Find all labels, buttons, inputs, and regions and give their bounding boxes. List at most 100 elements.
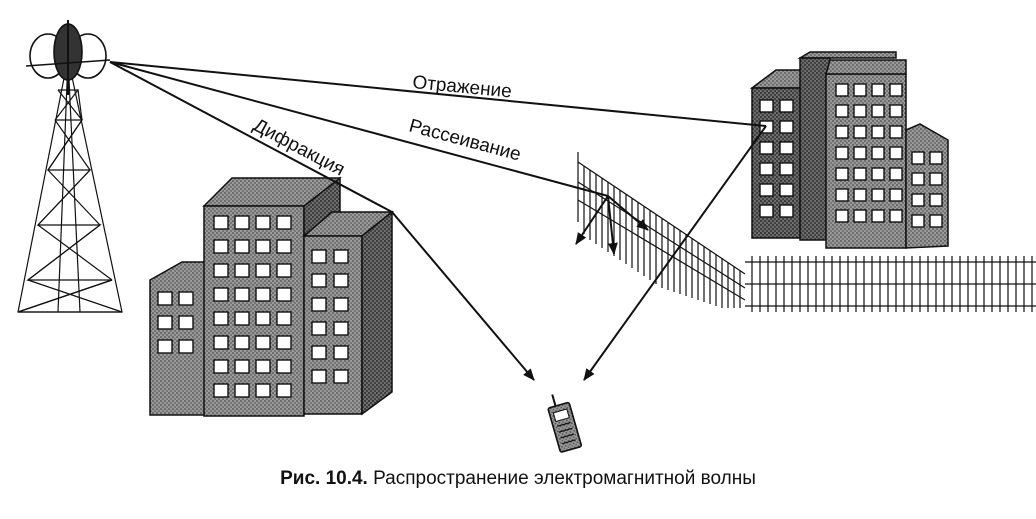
window (929, 214, 943, 228)
window (333, 369, 349, 384)
window (255, 215, 271, 230)
window (779, 141, 794, 155)
window (853, 188, 867, 202)
window (889, 146, 903, 160)
window (157, 315, 173, 330)
window (871, 209, 885, 223)
window (276, 263, 292, 278)
window (835, 146, 849, 160)
ray-reflection-reflected (583, 125, 767, 381)
figure-caption: Рис. 10.4. Распространение электромагнит… (0, 468, 1036, 490)
window (213, 311, 229, 326)
building-left-windows (157, 215, 349, 398)
window (255, 239, 271, 254)
ray-diffraction-bent (391, 211, 535, 381)
window (276, 287, 292, 302)
scatter-arrow-1 (575, 195, 609, 245)
ray-reflection-incident (109, 61, 767, 127)
window (234, 311, 250, 326)
window (759, 141, 774, 155)
window (911, 151, 925, 165)
window (311, 273, 327, 288)
window (929, 193, 943, 207)
window (213, 335, 229, 350)
window (213, 215, 229, 230)
window (871, 167, 885, 181)
building-left (149, 176, 395, 417)
window (234, 263, 250, 278)
window (178, 315, 194, 330)
building-right (749, 51, 949, 249)
window (234, 359, 250, 374)
window (853, 83, 867, 97)
window (255, 311, 271, 326)
window (311, 249, 327, 264)
window (853, 167, 867, 181)
window (889, 167, 903, 181)
window (311, 369, 327, 384)
window (835, 104, 849, 118)
window (911, 214, 925, 228)
window (178, 339, 194, 354)
window (911, 172, 925, 186)
window (853, 146, 867, 160)
building-right-windows (759, 83, 943, 228)
window (333, 249, 349, 264)
mobile-phone-icon (547, 394, 583, 453)
window (333, 273, 349, 288)
window (234, 239, 250, 254)
window (853, 209, 867, 223)
window (234, 335, 250, 350)
radio-tower (17, 57, 123, 313)
window (178, 291, 194, 306)
window (889, 83, 903, 97)
window (276, 215, 292, 230)
window (333, 297, 349, 312)
window (276, 383, 292, 398)
antenna-icon (25, 20, 111, 95)
window (835, 167, 849, 181)
window (871, 146, 885, 160)
window (311, 321, 327, 336)
window (157, 291, 173, 306)
window (779, 120, 794, 134)
label-diffraction: Дифракция (250, 115, 348, 181)
window (759, 183, 774, 197)
window (853, 125, 867, 139)
window (835, 125, 849, 139)
figure-caption-number: Рис. 10.4. (280, 468, 368, 489)
window (157, 339, 173, 354)
window (889, 209, 903, 223)
window (871, 188, 885, 202)
window (255, 335, 271, 350)
window (276, 311, 292, 326)
window (213, 359, 229, 374)
window (213, 383, 229, 398)
scatter-arrow-2 (607, 195, 618, 255)
figure-caption-text: Распространение электромагнитной волны (373, 468, 756, 489)
window (871, 104, 885, 118)
scatter-arrow-3 (607, 195, 649, 231)
ray-diffraction-incident (109, 61, 393, 213)
window (213, 239, 229, 254)
window (234, 383, 250, 398)
window (853, 104, 867, 118)
window (889, 104, 903, 118)
label-reflection: Отражение (412, 72, 513, 102)
window (759, 162, 774, 176)
window (759, 99, 774, 113)
window (311, 345, 327, 360)
ray-scattering (109, 61, 609, 197)
window (234, 287, 250, 302)
window (255, 359, 271, 374)
propagation-rays (109, 61, 767, 381)
window (759, 204, 774, 218)
window (779, 183, 794, 197)
window (311, 297, 327, 312)
window (276, 239, 292, 254)
window (234, 215, 250, 230)
window (835, 209, 849, 223)
window (213, 263, 229, 278)
window (779, 99, 794, 113)
